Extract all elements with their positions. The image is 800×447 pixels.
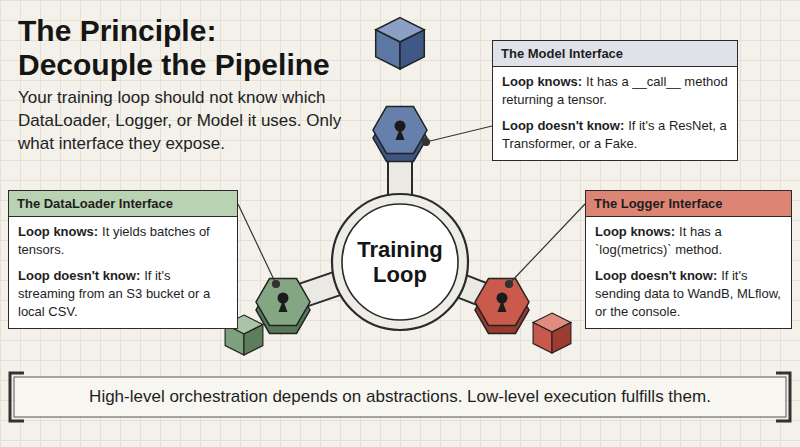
card-key: Loop doesn't know: bbox=[595, 268, 717, 283]
circle-label: Training Loop bbox=[348, 237, 452, 287]
card-key: Loop knows: bbox=[18, 224, 98, 239]
loop-circle: Training Loop bbox=[330, 192, 470, 332]
logger-cube bbox=[533, 313, 571, 353]
caption-band bbox=[10, 373, 790, 421]
card-key: Loop doesn't know: bbox=[502, 118, 624, 133]
card-paragraph: Loop knows:It yields batches of tensors. bbox=[18, 223, 228, 259]
interface-card: The Model InterfaceLoop knows:It has a _… bbox=[492, 40, 738, 161]
card-key: Loop doesn't know: bbox=[18, 268, 140, 283]
dataloader-plug bbox=[256, 279, 310, 334]
subtitle-text: Your training loop should not know which… bbox=[18, 86, 363, 155]
card-heading: The Logger Interface bbox=[586, 191, 791, 217]
model-cube bbox=[376, 18, 425, 69]
card-heading: The DataLoader Interface bbox=[9, 191, 237, 217]
card-key: Loop knows: bbox=[502, 74, 582, 89]
diagram-title: The Principle: Decouple the Pipeline bbox=[18, 14, 348, 82]
card-heading: The Model Interface bbox=[493, 41, 737, 67]
logger-plug bbox=[475, 279, 529, 334]
interface-card: The DataLoader InterfaceLoop knows:It yi… bbox=[8, 190, 238, 329]
card-paragraph: Loop knows:It has a __call__ method retu… bbox=[502, 73, 728, 109]
outer-ring bbox=[332, 194, 468, 330]
card-paragraph: Loop doesn't know:If it's streaming from… bbox=[18, 267, 228, 321]
card-paragraph: Loop doesn't know:If it's sending data t… bbox=[595, 267, 782, 321]
card-body: Loop knows:It has a `log(metrics)` metho… bbox=[586, 217, 791, 328]
circle-label-holder: Training Loop bbox=[330, 192, 470, 332]
card-paragraph: Loop knows:It has a `log(metrics)` metho… bbox=[595, 223, 782, 259]
card-key: Loop knows: bbox=[595, 224, 675, 239]
card-body: Loop knows:It yields batches of tensors.… bbox=[9, 217, 237, 328]
interface-card: The Logger InterfaceLoop knows:It has a … bbox=[585, 190, 792, 329]
card-paragraph: Loop doesn't know:If it's a ResNet, a Tr… bbox=[502, 117, 728, 153]
model-plug bbox=[373, 107, 427, 162]
card-body: Loop knows:It has a __call__ method retu… bbox=[493, 67, 737, 160]
inner-ring bbox=[342, 204, 458, 320]
caption-text: High-level orchestration depends on abst… bbox=[14, 377, 786, 417]
